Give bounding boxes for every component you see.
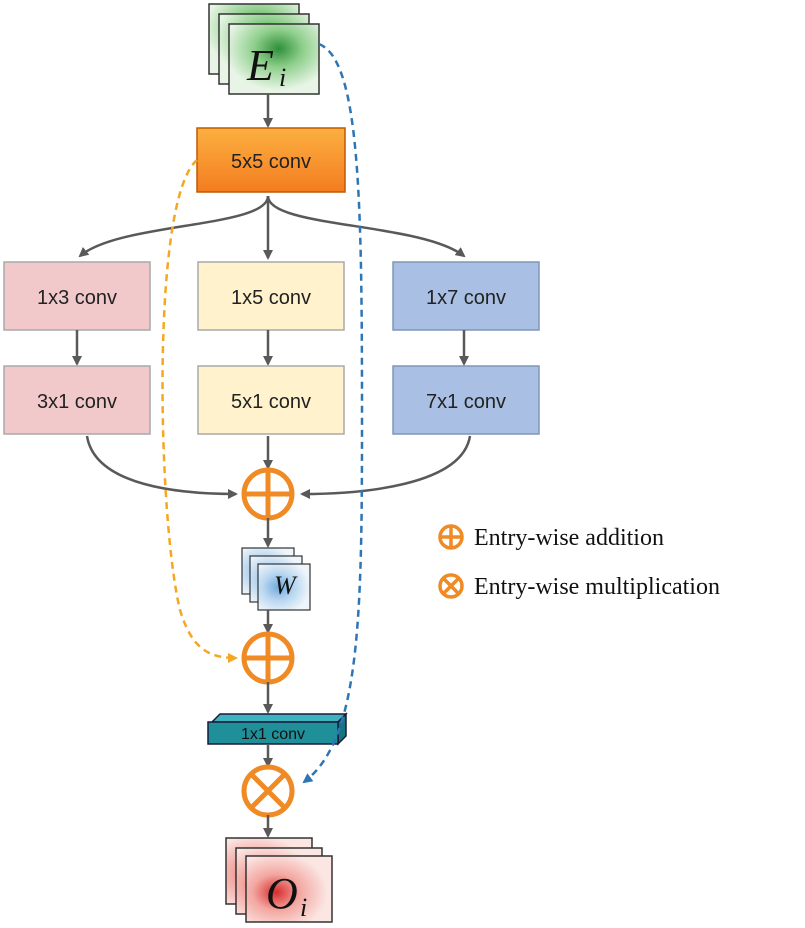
addition-operator-residual (241, 631, 295, 685)
output-feature-stack: O i (225, 837, 333, 923)
stem-conv-label: 5x5 conv (231, 151, 311, 173)
branch-1-first-conv-label: 1x3 conv (37, 287, 117, 309)
input-feature-stack: E i (208, 3, 320, 95)
output-symbol: O (266, 869, 298, 918)
weight-map-symbol: W (274, 571, 298, 600)
input-subscript: i (279, 63, 286, 92)
multiplication-operator (241, 764, 295, 818)
legend-multiplication-label: Entry-wise multiplication (474, 574, 720, 600)
arrow-branch-left-to-add (85, 435, 238, 499)
legend-addition-icon (438, 524, 464, 550)
branch-3-first-conv-label: 1x7 conv (426, 287, 506, 309)
addition-operator-branches (241, 467, 295, 521)
final-conv-block: 1x1 conv (207, 712, 348, 746)
output-subscript: i (300, 893, 307, 922)
branch-3-second-conv-label: 7x1 conv (426, 391, 506, 413)
arrow-stem-to-branch-right (266, 195, 466, 258)
branch-1-second-conv-label: 3x1 conv (37, 391, 117, 413)
arrow-stem-to-branch-left (78, 195, 270, 258)
branch-2-first-conv-label: 1x5 conv (231, 287, 311, 309)
branch-2-second-conv-label: 5x1 conv (231, 391, 311, 413)
skip-connection-orange (161, 159, 238, 663)
legend-addition-label: Entry-wise addition (474, 525, 664, 551)
stem-conv-block: 5x5 conv (196, 127, 346, 193)
final-conv-label: 1x1 conv (241, 726, 305, 743)
weight-map-stack: W (241, 547, 311, 611)
branch-1: 1x3 conv 3x1 conv (3, 261, 151, 435)
input-symbol: E (246, 41, 274, 90)
legend-multiplication-icon (438, 573, 464, 599)
skip-connection-blue (302, 42, 364, 784)
branch-2: 1x5 conv 5x1 conv (197, 261, 345, 435)
branch-3: 1x7 conv 7x1 conv (392, 261, 540, 435)
arrow-branch-right-to-add (300, 435, 472, 499)
legend: Entry-wise addition Entry-wise multiplic… (438, 524, 720, 600)
